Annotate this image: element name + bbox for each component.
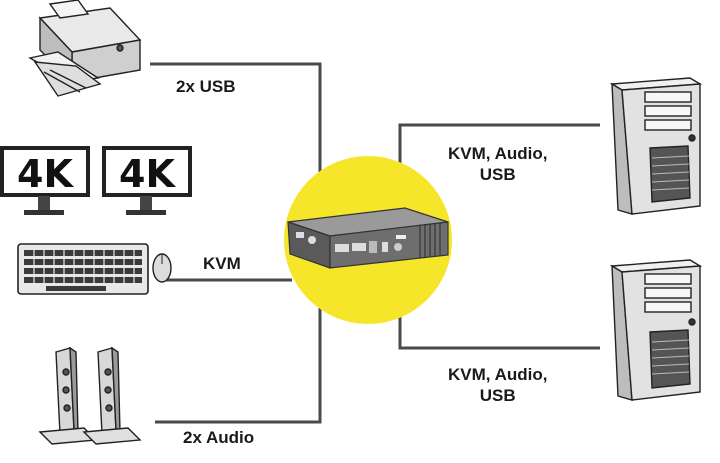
kvm-switch-hub xyxy=(284,156,452,324)
speaker-left-icon xyxy=(38,346,98,445)
pc-tower-top-icon xyxy=(609,77,703,215)
pc-top-connection-label: KVM, Audio, USB xyxy=(448,144,548,184)
line-printer xyxy=(150,62,322,195)
printer-icon xyxy=(28,0,142,97)
speakers-icon xyxy=(38,346,142,445)
pc-tower-bottom-icon xyxy=(609,259,703,401)
monitor-right-icon: 4K xyxy=(102,146,192,215)
kvm-switch-device xyxy=(287,207,449,269)
speakers-connection-label: 2x Audio xyxy=(183,428,255,447)
speaker-right-icon xyxy=(82,346,142,445)
keyboard-icon xyxy=(17,243,149,295)
monitor-left-icon: 4K xyxy=(0,146,90,215)
keyboard-connection-label: KVM xyxy=(203,254,241,273)
pc-bottom-connection-label: KVM, Audio, USB xyxy=(448,365,548,405)
line-pc-bottom xyxy=(398,290,600,350)
printer-connection-label: 2x USB xyxy=(176,77,236,96)
monitor-left-text: 4K xyxy=(17,152,74,196)
mouse-icon xyxy=(152,253,172,283)
line-speakers xyxy=(155,300,322,424)
monitor-right-text: 4K xyxy=(119,152,176,196)
